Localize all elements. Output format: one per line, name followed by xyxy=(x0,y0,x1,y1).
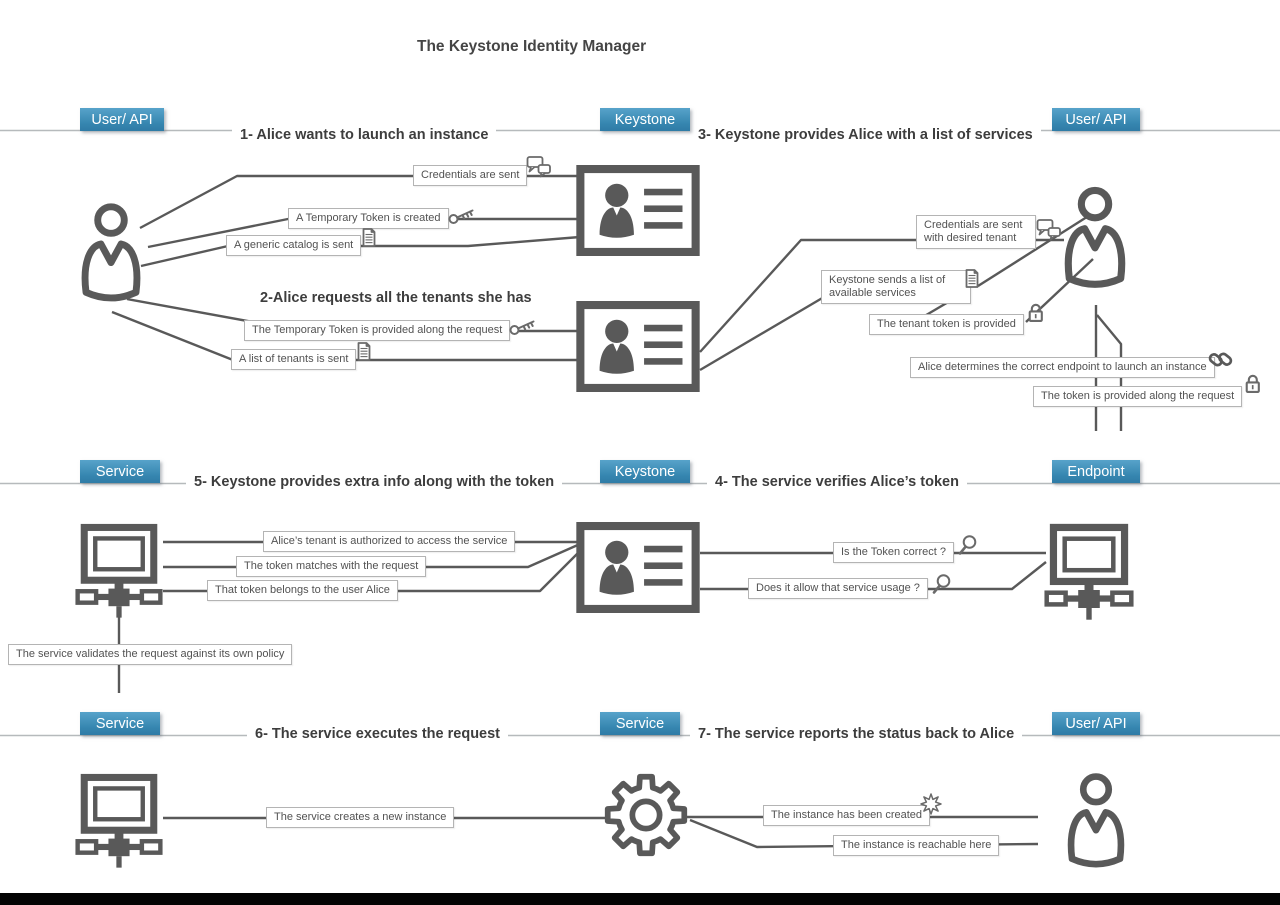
callout-tenant-authorized: Alice’s tenant is authorized to access t… xyxy=(263,531,516,552)
callout-service-usage: Does it allow that service usage ? xyxy=(748,573,951,599)
user-person-icon xyxy=(1063,772,1129,870)
actor-label-user-api: User/ API xyxy=(80,108,164,131)
step-7-heading: 7- The service reports the status back t… xyxy=(690,723,1023,745)
callout-text: The service creates a new instance xyxy=(274,811,447,823)
bottom-black-bar xyxy=(0,893,1280,905)
actor-label-user-api: User/ API xyxy=(1052,712,1140,735)
padlock-icon xyxy=(1028,303,1043,322)
callout-text: The tenant token is provided xyxy=(877,318,1016,330)
user-person-icon xyxy=(76,202,146,304)
service-computer-icon xyxy=(75,771,163,871)
endpoint-computer-icon xyxy=(1044,521,1134,623)
callout-token-belongs: That token belongs to the user Alice xyxy=(207,580,398,601)
magnifier-icon xyxy=(958,534,977,555)
actor-label-service: Service xyxy=(80,712,160,735)
callout-instance-reachable: The instance is reachable here xyxy=(833,835,1000,856)
actor-label-service: Service xyxy=(80,460,160,483)
callout-text: The Temporary Token is provided along th… xyxy=(252,324,503,336)
service-computer-icon xyxy=(75,521,163,621)
key-icon xyxy=(448,209,474,224)
speech-bubbles-icon xyxy=(1036,219,1061,241)
chain-link-icon xyxy=(1206,350,1234,369)
callout-text: A Temporary Token is created xyxy=(296,212,441,224)
callout-alice-determines-endpoint: Alice determines the correct endpoint to… xyxy=(910,350,1234,378)
keystone-idcard-icon xyxy=(576,522,700,613)
callout-text: The service validates the request agains… xyxy=(16,648,285,660)
actor-label-user-api: User/ API xyxy=(1052,108,1140,131)
callout-text: Credentials are sent xyxy=(421,169,520,181)
burst-star-icon xyxy=(920,793,942,815)
callout-text: Is the Token correct ? xyxy=(841,546,946,558)
callout-token-provided-along-request: The token is provided along the request xyxy=(1033,374,1261,407)
magnifier-icon xyxy=(932,573,951,594)
speech-bubbles-icon xyxy=(527,156,552,178)
step-2-heading: 2-Alice requests all the tenants she has xyxy=(252,287,540,309)
callout-creates-instance: The service creates a new instance xyxy=(266,807,455,828)
callout-policy-validation: The service validates the request agains… xyxy=(8,644,293,665)
callout-text: That token belongs to the user Alice xyxy=(215,584,390,596)
step-5-heading: 5- Keystone provides extra info along wi… xyxy=(186,471,563,493)
page-title: The Keystone Identity Manager xyxy=(417,38,647,55)
actor-label-service: Service xyxy=(600,712,680,735)
callout-token-matches: The token matches with the request xyxy=(236,556,427,577)
callout-text: Alice determines the correct endpoint to… xyxy=(918,361,1207,373)
callout-generic-catalog-sent: A generic catalog is sent xyxy=(226,228,376,256)
actor-label-keystone: Keystone xyxy=(600,108,690,131)
callout-text: Keystone sends a list of available servi… xyxy=(829,274,946,299)
callout-text: The instance is reachable here xyxy=(841,839,992,851)
callout-temp-token-provided: The Temporary Token is provided along th… xyxy=(244,320,535,341)
padlock-icon xyxy=(1245,374,1261,393)
user-person-icon xyxy=(1060,172,1130,304)
callout-text: Credentials are sent with desired tenant xyxy=(924,219,1023,244)
document-icon xyxy=(362,228,376,247)
callout-text: Does it allow that service usage ? xyxy=(756,582,920,594)
callout-tenants-list-sent: A list of tenants is sent xyxy=(231,342,371,370)
callout-credentials-sent: Credentials are sent xyxy=(413,156,552,186)
callout-text: A generic catalog is sent xyxy=(234,239,354,251)
step-1-heading: 1- Alice wants to launch an instance xyxy=(232,124,497,146)
actor-label-keystone: Keystone xyxy=(600,460,690,483)
keystone-idcard-icon xyxy=(576,301,700,392)
service-gear-icon xyxy=(602,768,690,862)
callout-text: A list of tenants is sent xyxy=(239,353,349,365)
step-6-heading: 6- The service executes the request xyxy=(247,723,509,745)
callout-text: The token is provided along the request xyxy=(1041,390,1235,402)
callout-credentials-desired-tenant: Credentials are sent with desired tenant xyxy=(916,215,1061,249)
document-icon xyxy=(965,269,979,288)
step-4-heading: 4- The service verifies Alice’s token xyxy=(707,471,967,493)
document-icon xyxy=(358,342,371,361)
callout-text: The token matches with the request xyxy=(244,560,419,572)
callout-text: Alice’s tenant is authorized to access t… xyxy=(271,535,508,547)
step-3-heading: 3- Keystone provides Alice with a list o… xyxy=(690,124,1041,146)
callout-instance-created: The instance has been created xyxy=(763,793,942,826)
callout-text: The instance has been created xyxy=(771,809,923,821)
callout-is-token-correct: Is the Token correct ? xyxy=(833,534,977,563)
key-icon xyxy=(509,320,535,335)
callout-temp-token-created: A Temporary Token is created xyxy=(288,208,474,229)
keystone-idcard-icon xyxy=(576,165,700,256)
callout-tenant-token-provided: The tenant token is provided xyxy=(869,303,1043,335)
actor-label-endpoint: Endpoint xyxy=(1052,460,1140,483)
callout-keystone-sends-services: Keystone sends a list of available servi… xyxy=(821,269,979,304)
